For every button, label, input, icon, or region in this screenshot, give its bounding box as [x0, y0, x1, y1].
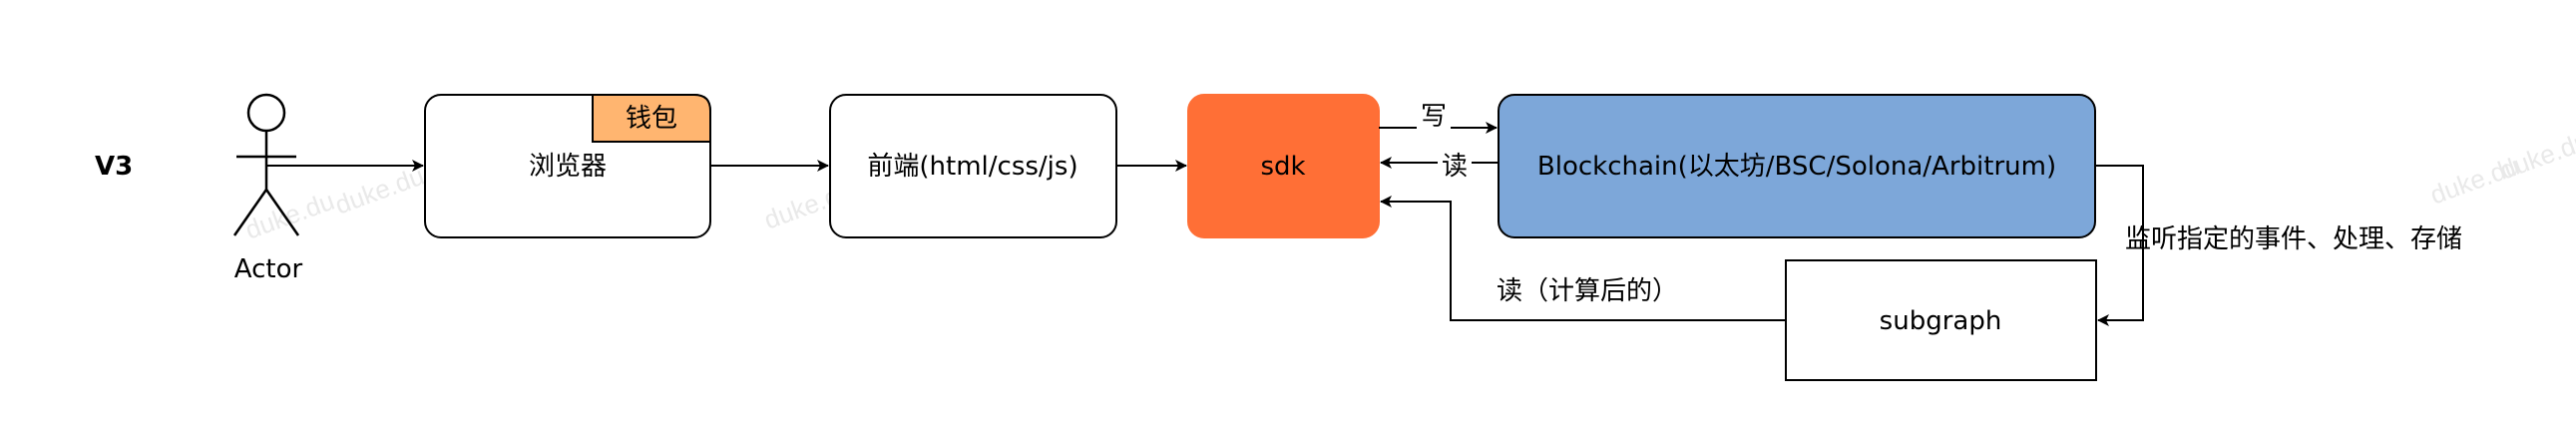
edge-blockchain-subgraph — [2095, 165, 2144, 326]
blockchain-node: Blockchain(以太坊/BSC/Solona/Arbitrum) — [1498, 94, 2096, 238]
write-label: 写 — [1421, 102, 1447, 132]
watermark: duke.du — [2496, 126, 2576, 186]
sdk-node: sdk — [1187, 94, 1380, 238]
read-label: 读 — [1442, 152, 1468, 182]
wallet-badge-label: 钱包 — [626, 104, 677, 134]
write-label-bg — [1417, 98, 1451, 132]
frontend-node: 前端(html/css/js) — [829, 94, 1117, 238]
sdk-label: sdk — [1260, 152, 1305, 182]
actor-figure — [232, 93, 300, 236]
watermark: duke.du — [241, 186, 338, 245]
read-label-bg — [1438, 148, 1472, 180]
browser-node: 钱包 浏览器 — [424, 94, 711, 238]
edge-subgraph-sdk-read — [1380, 196, 1786, 321]
subgraph-node: subgraph — [1785, 259, 2097, 381]
frontend-label: 前端(html/css/js) — [867, 152, 1077, 182]
watermark: duke.du — [331, 161, 428, 220]
listen-label: 监听指定的事件、处理、存储 — [2125, 224, 2462, 254]
blockchain-label: Blockchain(以太坊/BSC/Solona/Arbitrum) — [1537, 152, 2056, 182]
actor-label: Actor — [234, 254, 303, 284]
wallet-badge — [592, 94, 711, 143]
version-label: V3 — [95, 152, 133, 182]
read-computed-label: 读（计算后的） — [1497, 276, 1678, 306]
subgraph-label: subgraph — [1880, 306, 2002, 336]
browser-label: 浏览器 — [529, 152, 607, 182]
